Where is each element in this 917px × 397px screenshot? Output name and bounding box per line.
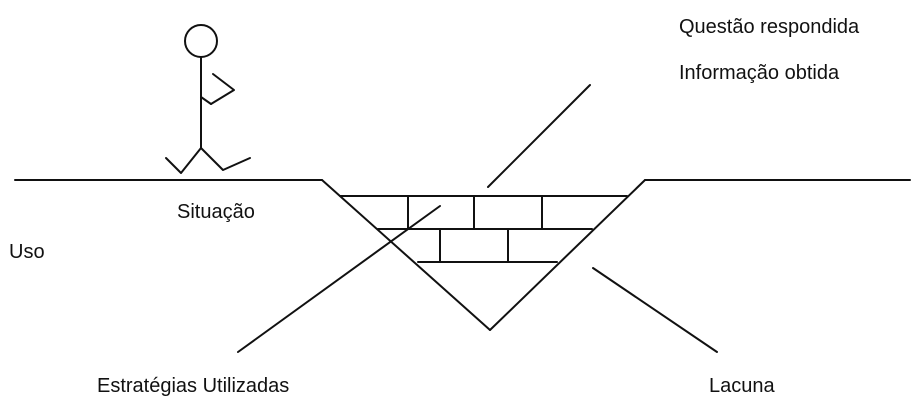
pointer-informacao (487, 84, 591, 188)
pointer-estrategias (237, 205, 441, 353)
figure-left-leg (165, 147, 202, 174)
label-estrategias-utilizadas: Estratégias Utilizadas (97, 375, 290, 397)
gap-left-edge (321, 179, 491, 331)
figure-head (184, 24, 218, 58)
figure-right-leg (200, 147, 251, 171)
stick-figure (165, 24, 251, 174)
figure-arm-connector (200, 96, 212, 105)
label-informacao-obtida: Informação obtida (679, 62, 840, 84)
pointer-lacuna (592, 267, 718, 353)
label-lacuna: Lacuna (709, 375, 775, 397)
label-uso: Uso (9, 241, 45, 263)
gap-right-edge (489, 179, 646, 331)
label-situacao: Situação (177, 201, 255, 223)
figure-arm (210, 73, 235, 105)
label-questao-respondida: Questão respondida (679, 16, 860, 38)
brick-bridge (339, 195, 628, 263)
